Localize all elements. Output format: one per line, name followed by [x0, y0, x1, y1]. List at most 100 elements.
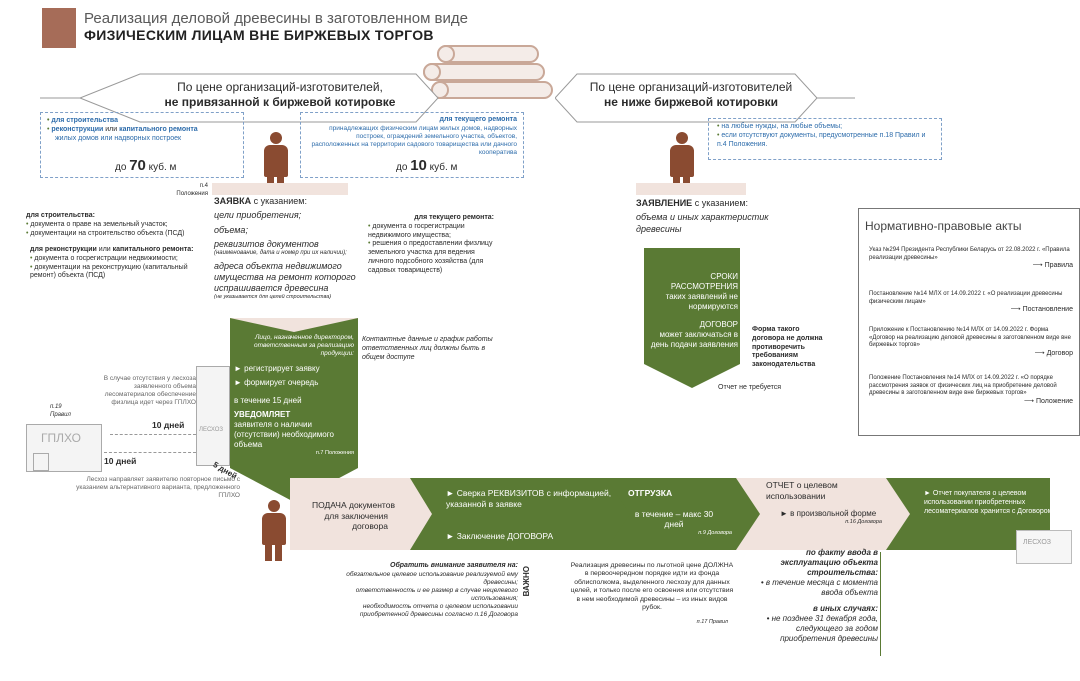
responsible-term: в течение 15 дней	[234, 396, 354, 406]
attention-block: Обратить внимание заявителя на: обязател…	[326, 562, 518, 620]
purpose-objects: жилых домов или надворных построек	[47, 135, 237, 144]
report-deadlines: по факту ввода в эксплуатацию объекта ст…	[758, 548, 878, 644]
flow-report-title: ОТЧЕТ о целевом использовании	[766, 480, 886, 501]
docs-current: для текущего ремонта: документа о госрег…	[368, 214, 494, 275]
gplho-note: В случае отсутствия у лесхоза заявленног…	[90, 375, 196, 408]
attention-label: ВАЖНО	[522, 566, 531, 596]
gplho-label: ГПЛХО	[41, 431, 101, 445]
normative-act-3: Приложение к Постановлению №14 МЛХ от 14…	[869, 327, 1073, 358]
docs-reconstruction-title: для реконструкции или капитального ремон…	[30, 246, 210, 255]
ref-p4: п.4 Положения	[170, 183, 208, 198]
terms-line-3: ДОГОВОР	[648, 320, 738, 330]
docs-current-item-2: решения о предоставлении физлицу земельн…	[368, 240, 494, 275]
docs-current-item-1: документа о госрегистрации недвижимого и…	[368, 223, 494, 241]
contract-form-note: Форма такого договора не должна противор…	[752, 326, 832, 370]
left-purpose-box: для строительства реконструкции или капи…	[40, 112, 244, 178]
purpose-construction: для строительства	[47, 117, 237, 126]
right-hex-line1: По цене организаций-изготовителей	[565, 80, 817, 95]
responsible-intro: Лицо, назначенное директором, ответствен…	[234, 334, 354, 358]
flow-check-title: Сверка РЕКВИЗИТОВ	[457, 488, 544, 498]
arrow-to-gplho	[110, 434, 196, 435]
flow-ship-title: ОТГРУЗКА	[628, 488, 742, 499]
deadline-other-title: в иных случаях:	[758, 604, 878, 614]
statement-block: ЗАЯВЛЕНИЕ с указанием: объема и иных хар…	[636, 198, 806, 235]
flow-report-form: ► в произвольной форме	[766, 509, 886, 519]
limit-70: до 70 куб. м	[115, 157, 176, 174]
application-item-2: объема;	[214, 225, 364, 236]
right-hex-line2: не ниже биржевой котировки	[565, 95, 817, 110]
deadline-other-text: • не позднее 31 декабря года, следующего…	[758, 614, 878, 644]
current-repair-box: для текущего ремонта принадлежащих физич…	[300, 112, 524, 178]
right-purpose-item2: если отсутствуют документы, предусмотрен…	[717, 132, 933, 150]
application-note-2: (не указывается для целей строительства)	[214, 294, 364, 301]
flow-ship: ОТГРУЗКА в течение – макс 30 дней п.9 До…	[628, 488, 742, 537]
normative-act-1: Указ №294 Президента Республики Беларусь…	[869, 247, 1073, 271]
leshoz-note: Лесхоз направляет заявителю повторное пи…	[74, 476, 240, 500]
flow-check: ► Сверка РЕКВИЗИТОВ с информацией, указа…	[446, 488, 614, 542]
priority-note: Реализация древесины по льготной цене ДО…	[570, 562, 734, 626]
normative-title: Нормативно-правовые акты	[865, 219, 1079, 233]
gplho-building: ГПЛХО	[26, 424, 102, 472]
current-repair-title: для текущего ремонта	[307, 116, 517, 125]
responsible-item-1: ► регистрирует заявку	[234, 364, 354, 374]
docs-construction-item-1: документа о праве на земельный участок;	[26, 221, 210, 230]
statement-text: объема и иных характеристик древесины	[636, 212, 806, 235]
arrow-from-gplho	[104, 452, 196, 453]
priority-note-ref: п.17 Правил	[570, 619, 728, 626]
attention-item-2: ответственность и ее размер в случае нец…	[326, 587, 518, 603]
docs-reconstruction-item-2: документации на реконструкцию (капитальн…	[30, 264, 210, 282]
application-header-band	[212, 183, 348, 195]
application-title: ЗАЯВКА с указанием:	[214, 196, 364, 207]
left-hex-line1: По цене организаций-изготовителей,	[140, 80, 420, 95]
statement-title: ЗАЯВЛЕНИЕ с указанием:	[636, 198, 806, 209]
deadline-construction-text: • в течение месяца с момента ввода объек…	[758, 578, 878, 598]
header: Реализация деловой древесины в заготовле…	[84, 10, 544, 43]
flow-ship-ref: п.9 Договора	[628, 530, 732, 537]
docs-reconstruction: для реконструкции или капитального ремон…	[30, 246, 210, 281]
responsible-notify-text: заявителя о наличии (отсутствии) необход…	[234, 420, 354, 450]
contacts-note: Контактные данные и график работы ответс…	[362, 336, 502, 362]
right-purpose-box: на любые нужды, на любые объемы; если от…	[708, 118, 942, 160]
flow-report: ОТЧЕТ о целевом использовании ► в произв…	[766, 480, 886, 526]
normative-act-4: Положение Постановления №14 МЛХ от 14.09…	[869, 375, 1073, 406]
responsible-block: Лицо, назначенное директором, ответствен…	[234, 334, 354, 457]
responsible-notify-title: УВЕДОМЛЯЕТ	[234, 410, 354, 420]
application-block: ЗАЯВКА с указанием: цели приобретения; о…	[214, 196, 364, 301]
terms-line-4: может заключаться в день подачи заявлени…	[648, 330, 738, 350]
left-hex-line2: не привязанной к биржевой котировке	[140, 95, 420, 110]
attention-item-3: необходимость отчета о целевом использов…	[326, 603, 518, 619]
attention-title: Обратить внимание заявителя на:	[326, 562, 518, 571]
docs-construction-title: для строительства:	[26, 212, 210, 221]
application-item-3: реквизитов документов	[214, 239, 364, 250]
ref-p19: п.19 Правил	[50, 404, 80, 419]
attention-item-1: обязательное целевое использование реали…	[326, 571, 518, 587]
flow-submit-title: ПОДАЧА документов	[312, 500, 412, 511]
leshoz-building-right: ЛЕСХОЗ	[1016, 530, 1072, 564]
flow-store: ► Отчет покупателя о целевом использован…	[924, 490, 1056, 516]
right-purpose-item1: на любые нужды, на любые объемы;	[717, 123, 933, 132]
statement-header-band	[636, 183, 746, 195]
purpose-reconstruction: реконструкции или капитального ремонта	[47, 126, 237, 135]
docs-construction: для строительства: документа о праве на …	[26, 212, 210, 238]
flow-report-ref: п.16 Договора	[766, 519, 882, 526]
docs-construction-item-2: документации на строительство объекта (П…	[26, 230, 210, 239]
application-item-1: цели приобретения;	[214, 210, 364, 221]
normative-box: Нормативно-правовые акты Указ №294 Прези…	[858, 208, 1080, 436]
days-10b: 10 дней	[104, 456, 136, 466]
normative-act-2: Постановление №14 МЛХ от 14.09.2022 г. «…	[869, 291, 1073, 315]
docs-reconstruction-item-1: документа о госрегистрации недвижимости;	[30, 255, 210, 264]
terms-line-2: таких заявлений не нормируются	[648, 292, 738, 312]
page-title: Реализация деловой древесины в заготовле…	[84, 10, 544, 27]
flow-submit-text: для заключения договора	[312, 511, 388, 532]
application-item-4: адреса объекта недвижимого имущества на …	[214, 261, 364, 295]
deadline-construction-title: по факту ввода в эксплуатацию объекта ст…	[758, 548, 878, 578]
applicant-person-bottom-icon	[262, 500, 286, 561]
responsible-item-2: ► формирует очередь	[234, 378, 354, 388]
days-10a: 10 дней	[152, 420, 184, 430]
responsible-ref: п.7 Положения	[234, 450, 354, 457]
application-note-1: (наименование, дата и номер при их налич…	[214, 250, 364, 258]
terms-block: СРОКИ РАССМОТРЕНИЯ таких заявлений не но…	[648, 272, 738, 350]
deadline-divider	[880, 552, 881, 656]
leshoz-building-small: ЛЕСХОЗ	[196, 366, 230, 466]
terms-line-1: СРОКИ РАССМОТРЕНИЯ	[648, 272, 738, 292]
